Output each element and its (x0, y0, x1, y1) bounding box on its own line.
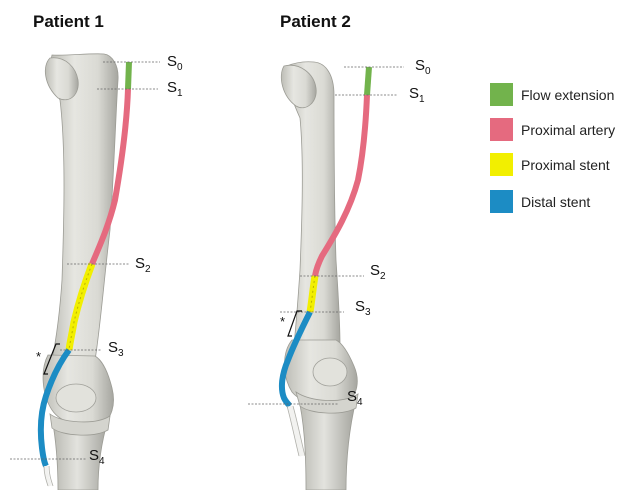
legend-swatch (490, 118, 513, 141)
panel-title: Patient 2 (280, 12, 351, 31)
femur-bone (50, 54, 118, 360)
legend-label: Proximal stent (521, 157, 610, 173)
legend: Flow extension Proximal artery Proximal … (490, 83, 615, 213)
legend-item-proximal-stent: Proximal stent (490, 153, 610, 176)
panel-title: Patient 1 (33, 12, 104, 31)
section-label-s0: S0 (415, 57, 431, 77)
overlap-asterisk: * (280, 314, 285, 329)
section-label-s0: S0 (167, 53, 183, 73)
panel-patient-1: Patient 1 S0 S1 S2 (10, 12, 183, 490)
panel-patient-2: Patient 2 S0 S1 S2 (248, 12, 431, 490)
legend-swatch (490, 83, 513, 106)
legend-swatch (490, 153, 513, 176)
legend-item-proximal-artery: Proximal artery (490, 118, 615, 141)
flow-extension (128, 62, 129, 89)
legend-item-flow-extension: Flow extension (490, 83, 614, 106)
graft-remnant (290, 406, 302, 456)
legend-label: Flow extension (521, 87, 614, 103)
legend-swatch (490, 190, 513, 213)
overlap-asterisk: * (36, 349, 41, 364)
legend-label: Proximal artery (521, 122, 615, 138)
flow-extension (367, 67, 369, 95)
section-label-s1: S1 (409, 85, 425, 105)
section-label-s3: S3 (355, 298, 371, 318)
section-label-s2: S2 (370, 262, 386, 282)
patella (56, 384, 96, 412)
legend-item-distal-stent: Distal stent (490, 190, 590, 213)
section-label-s1: S1 (167, 79, 183, 99)
legend-label: Distal stent (521, 194, 590, 210)
section-label-s2: S2 (135, 255, 151, 275)
section-label-s3: S3 (108, 339, 124, 359)
patella (313, 358, 347, 386)
